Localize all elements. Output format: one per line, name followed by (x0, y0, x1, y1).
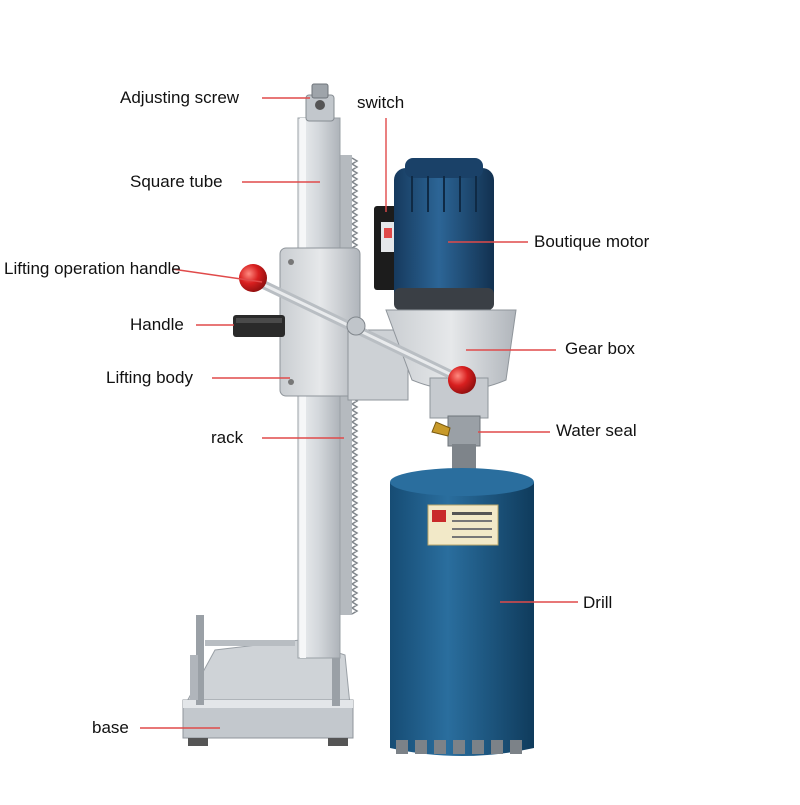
label-switch: switch (357, 93, 405, 112)
label-handle: Handle (130, 315, 184, 334)
label-gear-box: Gear box (565, 339, 635, 358)
label-lifting-operation-handle: Lifting operation handle (4, 259, 181, 278)
gear-box-part (385, 309, 517, 419)
handle-part (233, 315, 285, 337)
label-drill: Drill (583, 593, 613, 612)
lifting-operation-handle-part (239, 264, 476, 394)
label-square-tube: Square tube (130, 172, 223, 191)
label-rack: rack (211, 428, 244, 447)
label-adjusting-screw: Adjusting screw (120, 88, 240, 107)
label-water-seal: Water seal (556, 421, 637, 440)
adjusting-screw-part (305, 83, 335, 122)
boutique-motor-part (394, 158, 494, 310)
label-boutique-motor: Boutique motor (534, 232, 650, 251)
drill-part (390, 468, 534, 756)
leader-lines (140, 97, 578, 729)
label-lifting-body: Lifting body (106, 368, 193, 387)
label-base: base (92, 718, 129, 737)
